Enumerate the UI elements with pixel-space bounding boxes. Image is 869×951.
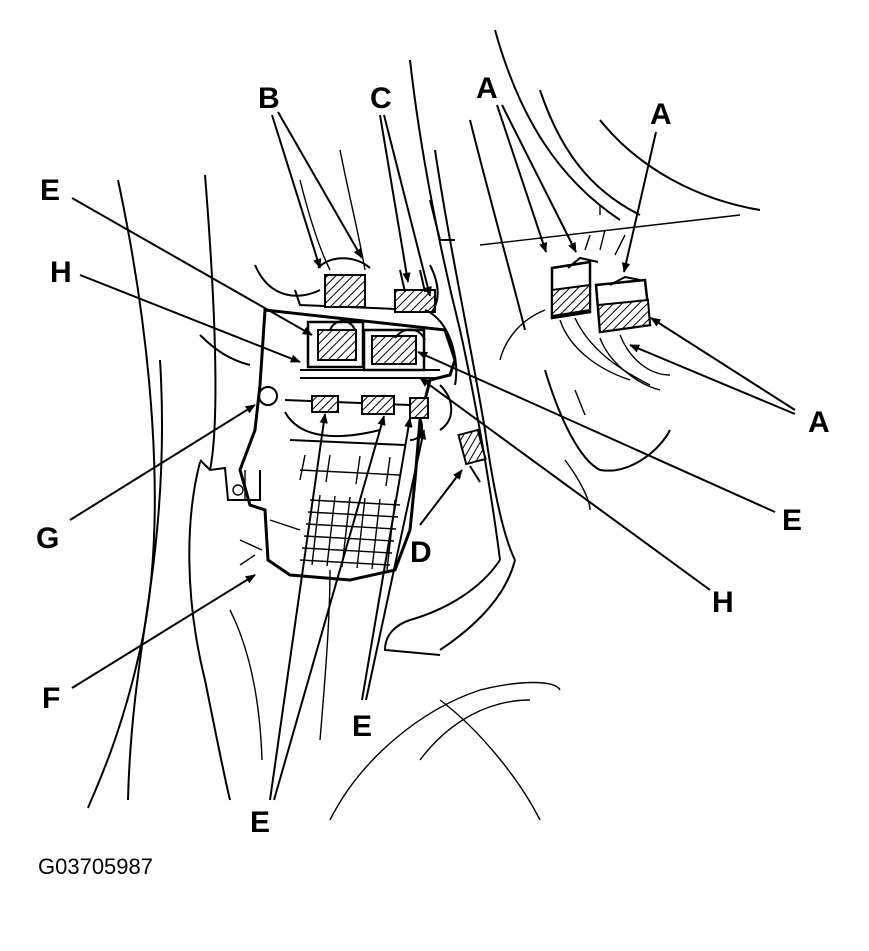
callout-e-middle: E [352, 710, 372, 743]
leader-a2 [621, 131, 657, 273]
leader-c-right [383, 114, 432, 297]
connector-a1 [551, 283, 591, 318]
callout-f: F [42, 682, 60, 715]
leader-e-bottom-1 [269, 413, 328, 801]
leader-e-upper-left [71, 197, 313, 336]
connector-d [457, 428, 487, 466]
leader-b-left [271, 114, 322, 269]
connector-e1 [317, 329, 357, 361]
callout-a-right: A [808, 406, 830, 439]
leader-a3-upper [650, 317, 796, 411]
relay-block [499, 205, 671, 391]
leader-f [71, 574, 256, 689]
callout-d: D [410, 536, 432, 569]
leader-g [69, 404, 256, 521]
leader-lines [69, 104, 796, 801]
connector-a2 [596, 298, 652, 334]
connector-e3 [311, 395, 339, 413]
leader-d [419, 469, 463, 526]
mounting-bolt [258, 386, 278, 406]
leader-e-middle-1 [361, 417, 413, 701]
fuse-grid [299, 454, 401, 571]
leader-a1-left [496, 104, 548, 253]
callout-e-right: E [782, 504, 802, 537]
figure-id: G03705987 [38, 854, 153, 879]
leader-e-right [417, 351, 776, 513]
callout-e-upper-left: E [40, 174, 60, 207]
connector-e2 [371, 335, 417, 365]
connector-e5 [409, 397, 429, 419]
leader-b-right [277, 111, 363, 259]
leader-e-bottom-2 [273, 415, 386, 801]
connector-b1 [324, 274, 366, 308]
callout-g: G [36, 522, 59, 555]
leader-c-left [379, 114, 411, 283]
leader-h-upper-left [79, 274, 301, 363]
callout-h-right: H [712, 586, 734, 619]
callout-e-bottom: E [250, 806, 270, 839]
leader-a3-lower [629, 344, 796, 415]
callout-labels: A A A B C E H E G D H F E E [36, 72, 830, 839]
leader-a1-right [501, 104, 577, 253]
callout-a-top-right: A [650, 98, 672, 131]
leader-e-middle-2 [365, 429, 427, 701]
connector-e4 [361, 395, 395, 415]
callout-c: C [370, 82, 392, 115]
connectors [199, 257, 487, 483]
leader-h-right [419, 377, 711, 591]
callout-b: B [258, 82, 280, 115]
body-structure [87, 29, 761, 821]
callout-a-top-left: A [476, 72, 498, 105]
callout-h-upper-left: H [50, 256, 72, 289]
